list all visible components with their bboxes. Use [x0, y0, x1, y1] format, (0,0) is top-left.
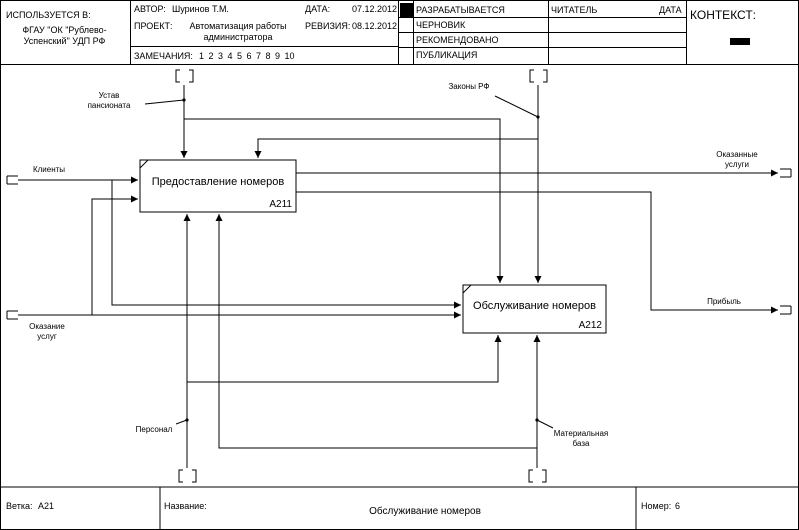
arrow-okazanie-branch — [91, 195, 138, 315]
notes-label: ЗАМЕЧАНИЯ: — [134, 51, 193, 61]
status-row-line-3 — [398, 47, 686, 48]
box-a212-corner — [462, 284, 472, 294]
arrow-zakony-branch — [254, 138, 538, 158]
footer-number-label: Номер: — [641, 501, 672, 511]
tunnel-right-top — [780, 168, 792, 178]
junction-personal — [185, 418, 189, 422]
header-divider-1 — [130, 0, 131, 64]
context-label: КОНТЕКСТ: — [690, 8, 756, 22]
notes-numbers: 1 2 3 4 5 6 7 8 9 10 — [199, 51, 295, 61]
box-a212-title: Обслуживание номеров — [473, 300, 596, 312]
label-baza: Материальная база — [553, 429, 609, 448]
status-recommended: РЕКОМЕНДОВАНО — [416, 35, 499, 45]
footer-node-label: Ветка: — [6, 501, 33, 511]
label-personal: Персонал — [135, 425, 173, 434]
status-row-line-2 — [398, 32, 686, 33]
organization-name: ФГАУ "ОК "Рублево-Успенский" УДП РФ — [22, 25, 107, 46]
box-a211-corner — [139, 159, 149, 169]
tunnel-left-bottom — [6, 310, 18, 320]
box-a211-title: Предоставление номеров — [151, 176, 285, 188]
squiggle-ustav — [144, 99, 185, 105]
arrow-baza-branch — [215, 214, 537, 449]
used-at-label: ИСПОЛЬЗУЕТСЯ В: — [6, 10, 91, 20]
tunnel-bottom-left — [178, 469, 197, 483]
tunnel-top-left — [175, 69, 194, 83]
label-pribyl: Прибыль — [707, 297, 741, 306]
footer-number-value: 6 — [675, 501, 681, 511]
project-label: ПРОЕКТ: — [134, 21, 173, 31]
squiggle-zakony — [494, 95, 539, 118]
footer-title-value: Обслуживание номеров — [369, 506, 481, 517]
revision-label: РЕВИЗИЯ: — [305, 21, 351, 31]
label-zakony: Законы РФ — [448, 82, 490, 91]
project-value: Автоматизация работы администратора — [189, 21, 287, 42]
footer-node-value: A21 — [38, 501, 55, 511]
author-value: Шуринов Т.М. — [172, 4, 229, 14]
author-label: АВТОР: — [134, 4, 166, 14]
status-marker — [400, 3, 413, 17]
junction-baza — [535, 418, 539, 422]
status-draft: ЧЕРНОВИК — [416, 20, 466, 30]
junction-zakony — [536, 115, 540, 119]
status-row-line-1 — [398, 17, 686, 18]
revision-value: 08.12.2012 — [352, 21, 398, 31]
context-parent-marker — [730, 38, 750, 45]
reader-label: ЧИТАТЕЛЬ — [551, 5, 598, 15]
label-okazanie: Оказание услуг — [29, 322, 65, 341]
arrow-klienty-branch — [111, 180, 461, 309]
date-label: ДАТА: — [305, 4, 331, 14]
status-developing: РАЗРАБАТЫВАЕТСЯ — [416, 5, 505, 15]
date-value: 07.12.2012 — [352, 4, 398, 14]
label-ustav: Устав пансионата — [87, 91, 131, 110]
arrow-ustav-branch — [184, 118, 504, 283]
box-a211 — [139, 159, 297, 213]
reader-date-label: ДАТА — [659, 5, 682, 15]
tunnel-bottom-right — [528, 469, 547, 483]
tunnel-top-right — [529, 69, 548, 83]
box-a212 — [462, 284, 607, 334]
tunnel-left-top — [6, 175, 18, 185]
squiggle-personal — [175, 419, 188, 425]
label-okazannye: Оказанные услуги — [716, 150, 758, 169]
junction-ustav — [182, 98, 186, 102]
box-a211-number: A211 — [269, 199, 292, 210]
arrow-personal-branch — [187, 335, 502, 383]
status-publication: ПУБЛИКАЦИЯ — [416, 50, 478, 60]
label-klienty: Клиенты — [32, 165, 66, 174]
header-bottom-border — [0, 64, 799, 65]
header-divider-5 — [686, 0, 687, 64]
arrow-a211-to-a212 — [296, 191, 778, 314]
footer-title-label: Название: — [164, 501, 207, 511]
box-a212-number: A212 — [578, 320, 602, 331]
header-divider-6 — [130, 46, 398, 47]
squiggle-baza — [536, 419, 554, 429]
tunnel-right-bottom — [780, 305, 792, 315]
